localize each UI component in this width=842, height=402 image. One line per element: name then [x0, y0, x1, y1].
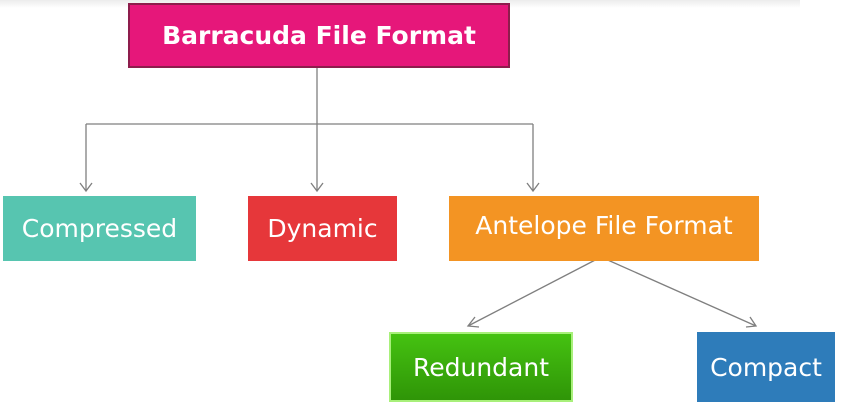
arrowhead-redundant — [466, 316, 480, 328]
arrowhead-antelope — [526, 182, 540, 193]
arrowhead-compressed — [79, 182, 93, 193]
node-label: Compact — [710, 352, 822, 382]
node-compact: Compact — [697, 332, 835, 402]
edge-antelope-compact — [600, 256, 757, 327]
node-dynamic: Dynamic — [248, 196, 397, 261]
node-label: Dynamic — [267, 214, 378, 243]
node-label: Barracuda File Format — [162, 21, 476, 50]
node-barracuda-file-format: Barracuda File Format — [128, 3, 510, 68]
edge-antelope-redundant — [467, 256, 602, 327]
node-antelope-file-format: Antelope File Format — [449, 196, 759, 261]
node-compressed: Compressed — [3, 196, 196, 261]
arrowhead-dynamic — [310, 182, 324, 193]
node-label: Redundant — [412, 352, 550, 382]
node-label: Antelope File Format — [475, 211, 733, 240]
node-label: Compressed — [21, 214, 178, 243]
node-redundant: Redundant — [389, 332, 573, 402]
arrowhead-compact — [745, 316, 758, 328]
